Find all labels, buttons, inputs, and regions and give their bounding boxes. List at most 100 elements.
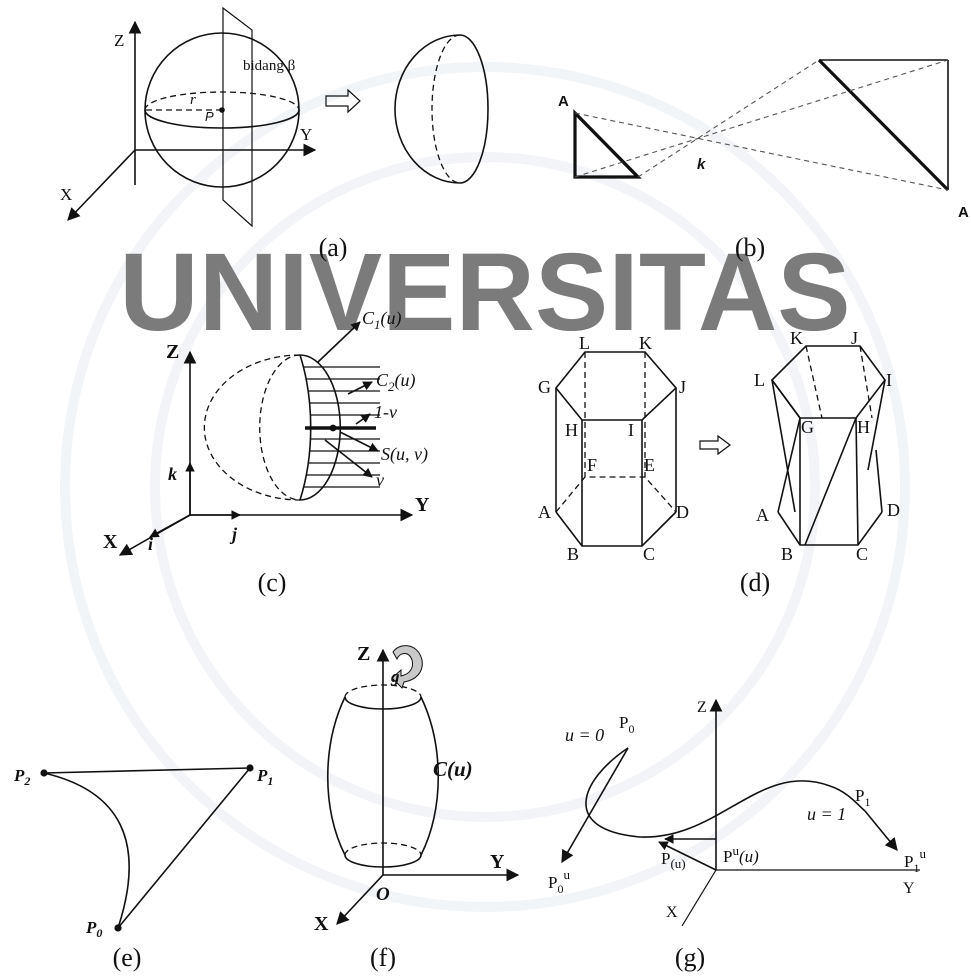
e-point-p2 — [40, 769, 48, 777]
d-label-h: H — [565, 420, 578, 440]
g-tangent-p0 — [561, 747, 629, 864]
c-surface-point — [329, 424, 337, 432]
c-back-half — [203, 354, 301, 501]
c-v-pointer — [324, 439, 373, 478]
watermark: UNIVERSITAS — [60, 62, 910, 912]
f-curve-label: C(u) — [433, 757, 473, 781]
d-right-base-front — [777, 511, 883, 546]
g-label-p0u: P0u — [548, 867, 570, 896]
d-label-i: I — [628, 420, 634, 440]
c-curve1-pointer — [317, 321, 361, 363]
d-right-label-b: B — [781, 544, 793, 564]
a-y-label: Y — [300, 125, 312, 144]
e-point-p0 — [114, 924, 122, 932]
d-right-hidden-2 — [859, 345, 873, 419]
f-rotation-arrow — [391, 645, 423, 689]
d-right-label-i: I — [886, 370, 892, 390]
d-right-label-k: K — [790, 328, 803, 348]
e-point-p1 — [246, 764, 254, 772]
g-position-vector — [658, 841, 717, 871]
e-control-line-p1p0 — [117, 767, 251, 929]
e-label-p2: P2 — [13, 766, 30, 788]
a-x-axis — [67, 149, 136, 221]
d-right-edge-hc — [855, 417, 859, 546]
e-label-p1: P1 — [256, 766, 273, 788]
caption-g: (g) — [675, 943, 705, 972]
g-label-p1: P1 — [855, 786, 870, 809]
a-cut-front — [459, 34, 489, 184]
e-bezier-curve — [43, 772, 130, 929]
d-label-k: K — [639, 333, 652, 353]
f-x-label: X — [314, 913, 329, 935]
d-label-c: C — [643, 544, 655, 564]
b-ray-1 — [574, 112, 949, 191]
c-j-label: j — [229, 524, 238, 544]
a-hemisphere-outline — [394, 34, 461, 184]
a-radius-label: r — [190, 92, 196, 108]
panel-g: Z Y X u = 0 u = 1 P0 P1 P0u P1u P(u) Pu(… — [548, 698, 926, 972]
a-center-point — [219, 107, 225, 113]
watermark-text: UNIVERSITAS — [119, 231, 850, 354]
d-right-edge-lg — [771, 379, 801, 419]
e-control-line-p2p1 — [43, 767, 251, 774]
d-right-edge-hb — [804, 417, 857, 546]
a-equator-back — [144, 91, 300, 111]
a-center-label: P — [205, 109, 214, 124]
d-right-label-g: G — [801, 417, 814, 437]
c-1v-label: 1-v — [374, 402, 397, 422]
panel-f: Z Y X O g C(u) (f) — [314, 643, 520, 972]
c-1v-pointer — [355, 413, 371, 425]
f-bottom-ellipse-back — [344, 842, 422, 856]
a-equator-front — [144, 109, 300, 129]
c-i-label: i — [148, 534, 153, 554]
g-x-label: X — [666, 904, 678, 921]
c-k-label: k — [168, 464, 177, 484]
d-right-label-j: J — [851, 328, 858, 348]
b-ray-2 — [574, 59, 949, 178]
f-x-axis — [336, 874, 384, 925]
c-curve2-label: C2(u) — [376, 370, 416, 394]
panel-b: A A k (b) — [558, 58, 969, 262]
f-left-profile — [327, 696, 346, 856]
f-z-label: Z — [357, 643, 370, 665]
d-left-top-hexagon — [554, 351, 678, 421]
d-label-f: F — [587, 455, 597, 475]
f-right-profile — [420, 696, 439, 856]
c-curve1-label: C1(u) — [362, 308, 402, 332]
d-label-b: B — [567, 544, 579, 564]
b-point-a-left: A — [558, 93, 569, 110]
d-right-edge-d — [875, 449, 883, 513]
d-label-a: A — [538, 502, 551, 522]
c-curve2-pointer — [347, 381, 373, 395]
b-small-hypotenuse — [573, 111, 640, 179]
panel-a: Z Y X bidang β r P (a) — [60, 6, 489, 262]
g-u1-label: u = 1 — [807, 804, 846, 824]
g-hermite-curve — [585, 747, 866, 838]
d-right-label-h: H — [857, 417, 870, 437]
caption-a: (a) — [319, 233, 348, 262]
caption-c: (c) — [258, 568, 287, 597]
c-unit-i — [149, 514, 191, 538]
f-origin-label: O — [376, 884, 390, 905]
b-point-a-right: A — [958, 204, 969, 221]
b-center-label: k — [697, 156, 706, 173]
f-bottom-ellipse-front — [344, 854, 422, 868]
d-right-edge-la — [771, 379, 796, 513]
a-plane-beta — [222, 6, 253, 228]
d-left-vertex-labels: L K G J H I F E A D B C — [538, 333, 689, 564]
panel-e: P2 P1 P0 (e) — [13, 764, 273, 972]
a-cut-back — [431, 34, 461, 184]
a-x-label: X — [60, 185, 72, 204]
d-right-vertex-labels: K J L I G H A D B C — [754, 328, 900, 564]
e-label-p0: P0 — [85, 918, 102, 940]
panel-d: L K G J H I F E A D B C K J L I G H A D … — [538, 328, 900, 597]
a-transform-arrow — [325, 88, 361, 114]
c-surface-pointer — [339, 431, 379, 452]
b-large-hypotenuse — [817, 58, 950, 192]
d-right-label-d: D — [887, 500, 900, 520]
d-right-edge-ic — [867, 379, 886, 471]
caption-e: (e) — [113, 943, 142, 972]
d-right-hidden-1 — [805, 345, 823, 419]
